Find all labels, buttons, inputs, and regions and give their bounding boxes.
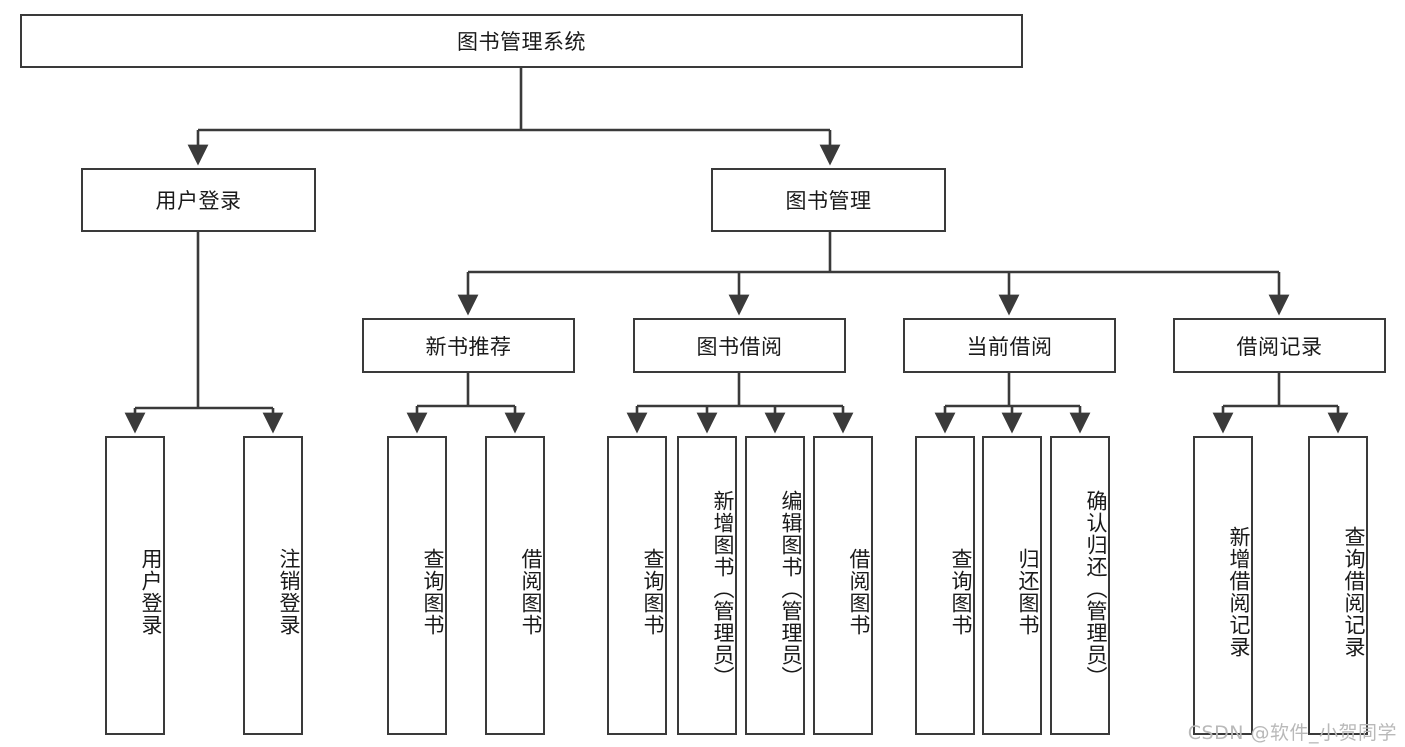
leaf-node[interactable]: 查询图书 bbox=[607, 436, 667, 735]
leaf-node[interactable]: 用户登录 bbox=[105, 436, 165, 735]
leaf-node[interactable]: 注销登录 bbox=[243, 436, 303, 735]
leaf-node[interactable]: 新增借阅记录 bbox=[1193, 436, 1253, 735]
leaf-node[interactable]: 查询图书 bbox=[387, 436, 447, 735]
leaf-node[interactable]: 编辑图书（管理员） bbox=[745, 436, 805, 735]
node-borrow-records[interactable]: 借阅记录 bbox=[1173, 318, 1386, 373]
leaf-node[interactable]: 归还图书 bbox=[982, 436, 1042, 735]
leaf-node-label: 借阅图书 bbox=[519, 547, 543, 636]
leaf-node-label: 编辑图书（管理员） bbox=[779, 489, 803, 688]
leaf-node-label: 查询图书 bbox=[421, 547, 445, 636]
leaf-node-label: 确认归还（管理员） bbox=[1084, 489, 1108, 688]
node-current-borrow[interactable]: 当前借阅 bbox=[903, 318, 1116, 373]
node-user-login-label: 用户登录 bbox=[155, 189, 242, 213]
node-current-borrow-label: 当前借阅 bbox=[966, 334, 1053, 359]
leaf-node[interactable]: 查询图书 bbox=[915, 436, 975, 735]
node-root-label: 图书管理系统 bbox=[457, 30, 586, 54]
leaf-node-label: 查询图书 bbox=[949, 547, 973, 636]
leaf-node-label: 查询借阅记录 bbox=[1342, 525, 1366, 658]
leaf-node-label: 用户登录 bbox=[139, 547, 163, 636]
node-user-login[interactable]: 用户登录 bbox=[81, 168, 316, 232]
leaf-node[interactable]: 新增图书（管理员） bbox=[677, 436, 737, 735]
leaf-node-label: 借阅图书 bbox=[847, 547, 871, 636]
node-new-book-recommend[interactable]: 新书推荐 bbox=[362, 318, 575, 373]
node-new-book-recommend-label: 新书推荐 bbox=[425, 334, 512, 359]
node-book-borrow-label: 图书借阅 bbox=[696, 334, 783, 359]
leaf-node[interactable]: 查询借阅记录 bbox=[1308, 436, 1368, 735]
leaf-node-label: 新增借阅记录 bbox=[1227, 525, 1251, 658]
leaf-node[interactable]: 借阅图书 bbox=[485, 436, 545, 735]
node-book-borrow[interactable]: 图书借阅 bbox=[633, 318, 846, 373]
leaf-node-label: 归还图书 bbox=[1016, 547, 1040, 636]
leaf-node[interactable]: 借阅图书 bbox=[813, 436, 873, 735]
leaf-node[interactable]: 确认归还（管理员） bbox=[1050, 436, 1110, 735]
node-book-management[interactable]: 图书管理 bbox=[711, 168, 946, 232]
node-book-management-label: 图书管理 bbox=[785, 189, 872, 213]
leaf-node-label: 查询图书 bbox=[641, 547, 665, 636]
node-root-system[interactable]: 图书管理系统 bbox=[20, 14, 1023, 68]
leaf-node-label: 注销登录 bbox=[277, 547, 301, 636]
node-borrow-records-label: 借阅记录 bbox=[1236, 334, 1323, 359]
watermark-text: CSDN @软件_小贺同学 bbox=[1187, 722, 1397, 744]
leaf-node-label: 新增图书（管理员） bbox=[711, 489, 735, 688]
